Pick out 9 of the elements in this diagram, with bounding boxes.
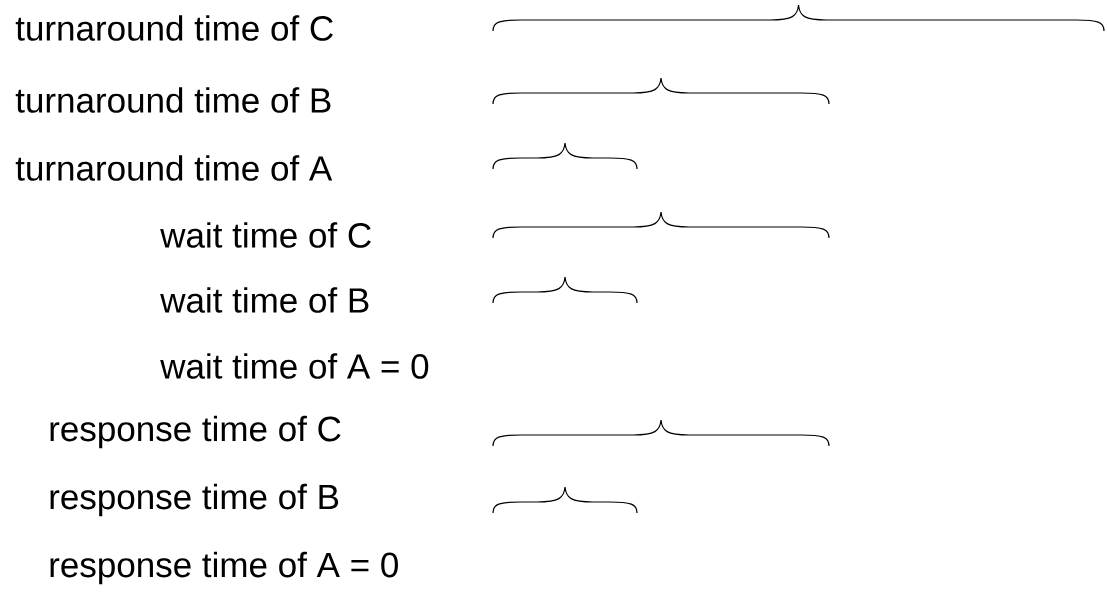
time-label: response time of B (50, 483, 339, 517)
time-label: turnaround time of C (15, 15, 333, 41)
time-label: wait time of C (160, 222, 371, 248)
time-label: wait time of B (160, 287, 369, 313)
time-label: response time of C (50, 415, 341, 449)
time-label: wait time of A = 0 (160, 353, 429, 379)
time-label: turnaround time of B (15, 87, 331, 113)
time-label: response time of A = 0 (50, 551, 398, 585)
time-label: turnaround time of A (15, 155, 333, 181)
